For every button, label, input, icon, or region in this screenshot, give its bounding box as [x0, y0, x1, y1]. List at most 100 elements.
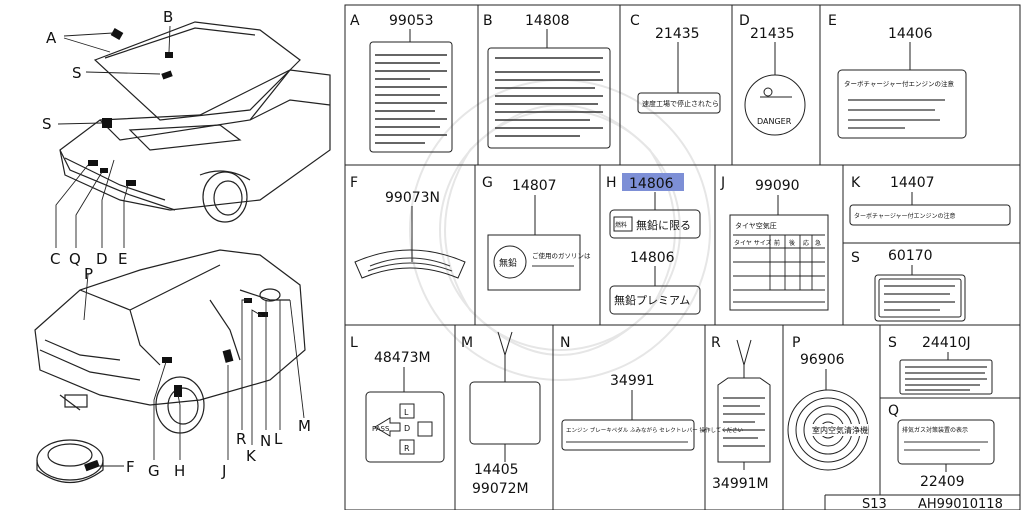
panel-letter: D — [739, 13, 750, 29]
part-number: 14406 — [888, 26, 933, 42]
panel-letter: B — [483, 13, 493, 29]
panel-P: P 96906 室内空気清浄機 — [787, 335, 869, 471]
panel-letter: A — [350, 13, 360, 29]
panel-M: M 14405 99072M — [461, 331, 541, 497]
part-number: 22409 — [920, 474, 965, 490]
l-text: L — [404, 408, 409, 417]
callout-J: J — [221, 462, 226, 480]
label-text: 排気ガス対策装置の表示 — [902, 426, 968, 434]
panel-K: K 14407 ターボチャージャー付エンジンの注意 — [849, 175, 1011, 226]
part-number: 14407 — [890, 175, 935, 191]
panel-letter: G — [482, 175, 493, 191]
part-number: 34991 — [610, 373, 655, 389]
part-number: 99053 — [389, 13, 434, 29]
part-number: 14807 — [512, 178, 557, 194]
col-front: 前 — [774, 239, 780, 247]
panel-letter: M — [461, 335, 473, 351]
callout-M: M — [298, 417, 311, 435]
car-side-illustration — [34, 249, 306, 434]
label-text: 速度工場で停止されたら — [642, 99, 719, 108]
car-label-markers — [84, 28, 268, 472]
panel-letter: J — [720, 175, 725, 191]
note-text: ご使用のガソリンは — [532, 251, 591, 260]
panel-L: L 48473M PASS L D R — [350, 335, 445, 463]
d-text: D — [404, 424, 410, 433]
panel-letter: C — [630, 13, 640, 29]
panel-letter: S — [851, 250, 860, 266]
panel-Q: Q 排気ガス対策装置の表示 22409 — [888, 403, 995, 490]
panel-C: C 21435 速度工場で停止されたら — [630, 13, 721, 114]
car-leader-lines — [55, 25, 305, 467]
r-text: R — [404, 444, 410, 453]
panel-J: J 99090 タイヤ空気圧 タイヤ サイズ 前 後 応 急 — [720, 175, 829, 311]
callout-E: E — [118, 250, 127, 268]
part-number-highlight — [622, 173, 684, 191]
callout-R: R — [236, 430, 246, 448]
panel-G: G 14807 無鉛 ご使用のガソリンは — [482, 175, 591, 291]
callout-B: B — [163, 8, 173, 26]
part-number: 96906 — [800, 352, 845, 368]
part-number: 24410J — [922, 335, 971, 351]
callout-L: L — [274, 430, 283, 448]
callout-H: H — [174, 462, 185, 480]
panel-R: R 34991M — [711, 335, 771, 492]
table-title: タイヤ空気圧 — [735, 221, 777, 230]
panel-letter: H — [606, 175, 617, 191]
callout-D: D — [96, 250, 108, 268]
panel-letter: R — [711, 335, 721, 351]
panel-S-bottom: S 24410J — [888, 335, 993, 395]
part-number: 14808 — [525, 13, 570, 29]
part-number: 34991M — [712, 476, 769, 492]
panel-A: A 99053 — [350, 13, 453, 153]
callout-A: A — [46, 29, 57, 47]
car-callout-letters: A B S S C Q D E P G H J R K N L M F — [42, 8, 311, 480]
part-number: 14405 — [474, 462, 519, 478]
part-number: 99073N — [385, 190, 440, 206]
panel-letter: K — [851, 175, 861, 191]
part-number-bottom: 14806 — [630, 250, 675, 266]
part-number: 60170 — [888, 248, 933, 264]
grid-lines — [344, 4, 1021, 510]
panel-N: N 34991 エンジン ブレーキペダル ふみながら セレクトレバー 操作してく… — [560, 335, 744, 451]
part-number: 48473M — [374, 350, 431, 366]
footer: S13 AH99010118 — [862, 497, 1003, 510]
label-text: 室内空気清浄機 — [812, 425, 868, 435]
danger-text: DANGER — [757, 117, 792, 126]
label-text: ターボチャージャー付エンジンの注意 — [854, 212, 956, 220]
label-top: 無鉛に限る — [636, 218, 691, 232]
callout-F: F — [126, 458, 135, 476]
label-text: ターボチャージャー付エンジンの注意 — [844, 79, 954, 88]
part-number: 21435 — [750, 26, 795, 42]
col-size: タイヤ サイズ — [734, 239, 772, 247]
panel-letter: E — [828, 13, 837, 29]
part-number: 99090 — [755, 178, 800, 194]
callout-K: K — [246, 447, 257, 465]
panel-letter: Q — [888, 403, 899, 419]
panel-letter: N — [560, 335, 570, 351]
callout-P: P — [84, 265, 93, 283]
part-number-2: 99072M — [472, 481, 529, 497]
panel-D: D 21435 DANGER — [739, 13, 806, 136]
panel-S-top: S 60170 — [851, 248, 966, 322]
col-rear: 後 — [789, 239, 795, 247]
callout-S-hood: S — [72, 64, 82, 82]
callout-N: N — [260, 432, 271, 450]
panel-H: H 14806 燃料 無鉛に限る 14806 無鉛プレミアム — [606, 173, 701, 315]
model-code: S13 — [862, 497, 887, 510]
stamp-text: 無鉛 — [499, 257, 517, 269]
car-top-illustration — [59, 21, 331, 223]
label-top-prefix: 燃料 — [615, 221, 627, 229]
callout-Q: Q — [69, 250, 81, 268]
part-number: 21435 — [655, 26, 700, 42]
panel-letter: S — [888, 335, 897, 351]
col-5: 急 — [815, 239, 821, 247]
spare-tire-illustration — [36, 439, 104, 483]
callout-G: G — [148, 462, 160, 480]
panel-letter: P — [792, 335, 800, 351]
panel-E: E 14406 ターボチャージャー付エンジンの注意 — [828, 13, 967, 139]
panel-B: B 14808 — [483, 13, 611, 149]
callout-C: C — [50, 250, 60, 268]
col-4: 応 — [803, 239, 809, 247]
panel-letter: L — [350, 335, 358, 351]
